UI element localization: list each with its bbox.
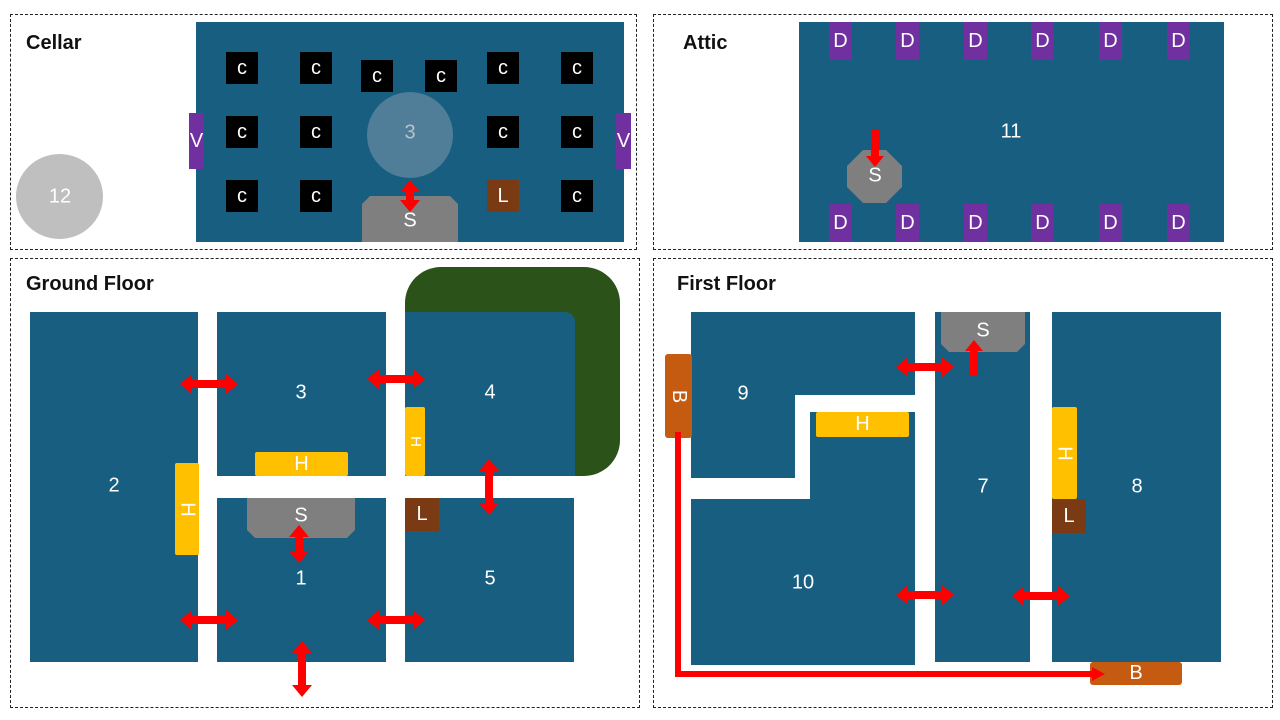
crate[interactable]: c: [300, 52, 332, 84]
attic-door[interactable]: D: [1167, 22, 1190, 60]
first-floor-title: First Floor: [677, 273, 776, 295]
outside-circle-label: 12: [48, 185, 72, 208]
crate[interactable]: c: [561, 180, 593, 212]
crate[interactable]: c: [300, 180, 332, 212]
first-hallway: [795, 395, 915, 412]
attic-door[interactable]: D: [896, 22, 919, 60]
attic-door[interactable]: D: [829, 204, 852, 242]
crate[interactable]: c: [561, 116, 593, 148]
attic-door[interactable]: D: [1099, 22, 1122, 60]
attic-panel: [653, 14, 1273, 250]
attic-stairs-label: S: [868, 164, 882, 187]
cellar-stairs-label: S: [403, 209, 417, 232]
crate[interactable]: c: [226, 116, 258, 148]
crate[interactable]: c: [487, 52, 519, 84]
cellar-side-v-left[interactable]: V: [189, 113, 204, 169]
crate[interactable]: c: [300, 116, 332, 148]
attic-room-label: 11: [1000, 120, 1022, 143]
ground-heater-h-room2[interactable]: H: [175, 463, 199, 555]
first-floor-panel: [653, 258, 1273, 708]
room-2-label: 2: [108, 474, 120, 497]
room-10-label: 10: [791, 571, 815, 594]
ground-heater-h-room4-label: H: [406, 436, 424, 447]
first-lift[interactable]: L: [1052, 499, 1086, 533]
room-1-label: 1: [295, 567, 307, 590]
first-heater-h-room10[interactable]: H: [816, 412, 909, 437]
room-3-label: 3: [295, 381, 307, 404]
crate[interactable]: c: [226, 180, 258, 212]
crate[interactable]: c: [561, 52, 593, 84]
first-balcony-b-left-label: B: [668, 389, 690, 403]
attic-door[interactable]: D: [896, 204, 919, 242]
room-9-label: 9: [737, 382, 749, 405]
cellar-lift[interactable]: L: [487, 180, 519, 212]
cellar-circle-label: 3: [404, 121, 416, 144]
first-stairs-label: S: [976, 319, 990, 342]
attic-door[interactable]: D: [1099, 204, 1122, 242]
room-8-label: 8: [1131, 475, 1143, 498]
attic-door[interactable]: D: [1031, 22, 1054, 60]
room-5-label: 5: [484, 567, 496, 590]
room-4-label: 4: [484, 381, 496, 404]
first-hallway: [691, 478, 810, 499]
first-balcony-b-bottom[interactable]: B: [1090, 662, 1182, 685]
crate[interactable]: c: [487, 116, 519, 148]
crate[interactable]: c: [425, 60, 457, 92]
room-7-label: 7: [977, 475, 989, 498]
crate[interactable]: c: [361, 60, 393, 92]
attic-door[interactable]: D: [1167, 204, 1190, 242]
first-balcony-b-left[interactable]: B: [665, 354, 692, 438]
room-2[interactable]: [30, 312, 198, 662]
cellar-title: Cellar: [26, 32, 82, 54]
cellar-circle-3[interactable]: [367, 92, 453, 178]
ground-floor-title: Ground Floor: [26, 273, 154, 295]
ground-heater-h-room4[interactable]: H: [405, 407, 425, 476]
first-heater-h-room8[interactable]: H: [1052, 407, 1077, 499]
room-3[interactable]: [217, 312, 386, 476]
ground-lift[interactable]: L: [405, 498, 439, 531]
first-heater-h-room8-label: H: [1053, 445, 1076, 461]
outside-circle-12[interactable]: [16, 154, 103, 239]
attic-door[interactable]: D: [964, 22, 987, 60]
ground-stairs-label: S: [294, 504, 308, 527]
ground-heater-h-room2-label: H: [176, 501, 199, 517]
attic-door[interactable]: D: [829, 22, 852, 60]
attic-title: Attic: [683, 32, 728, 54]
ground-heater-h-room3[interactable]: H: [255, 452, 348, 476]
room-4[interactable]: [405, 312, 575, 476]
crate[interactable]: c: [226, 52, 258, 84]
attic-door[interactable]: D: [1031, 204, 1054, 242]
cellar-panel: [10, 14, 637, 250]
ground-floor-panel: [10, 258, 640, 708]
attic-door[interactable]: D: [964, 204, 987, 242]
cellar-side-v-right[interactable]: V: [616, 113, 631, 169]
